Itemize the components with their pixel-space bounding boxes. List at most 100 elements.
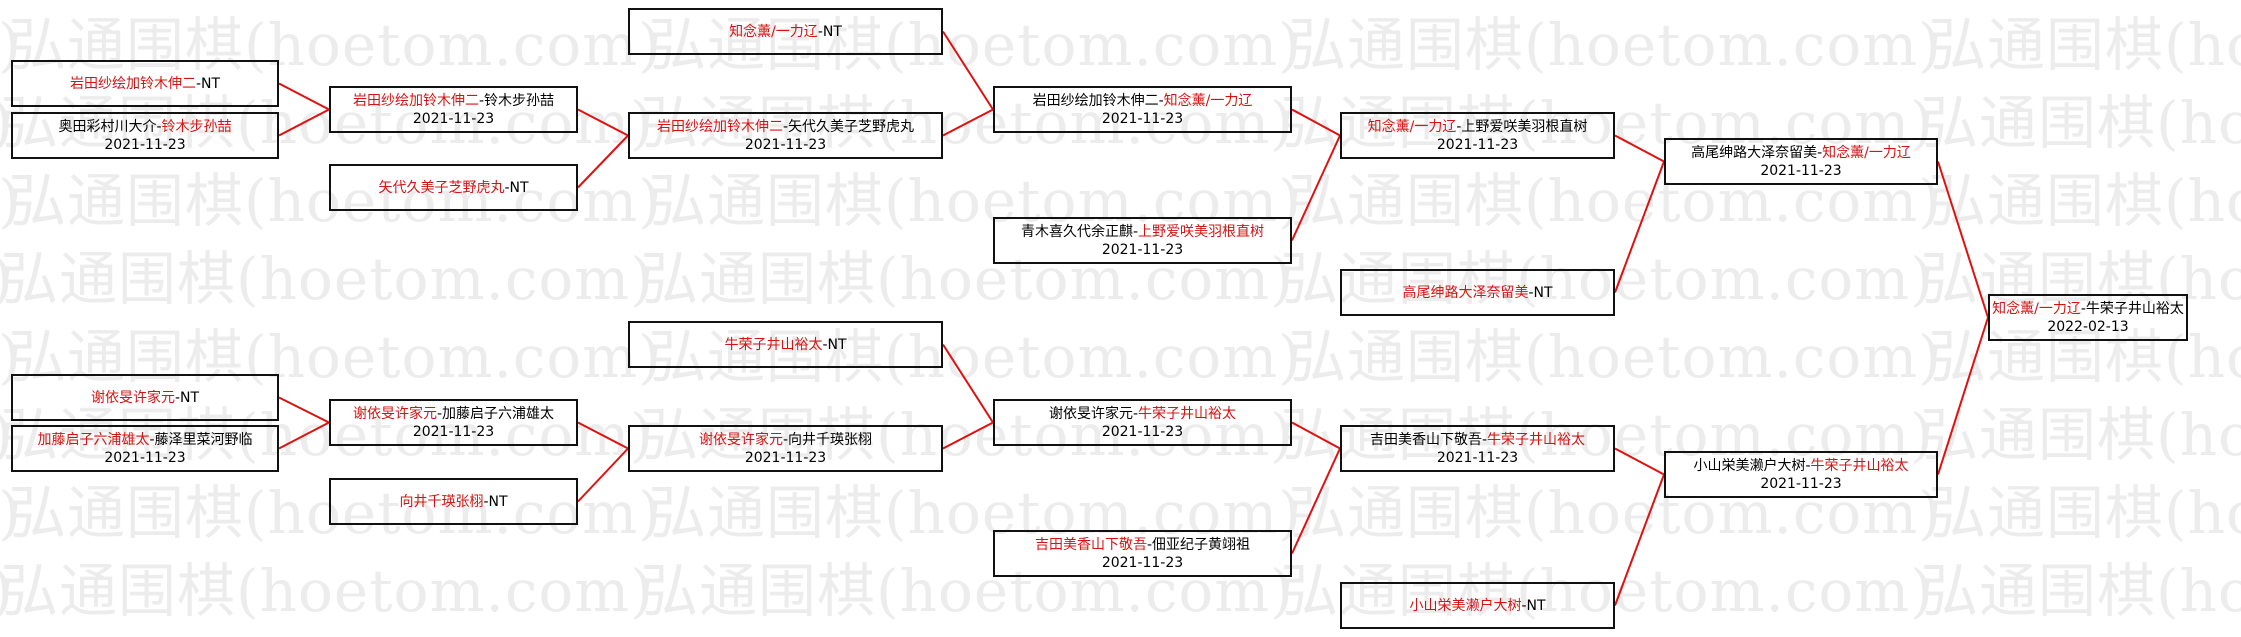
vs-separator: - bbox=[817, 23, 823, 40]
vs-separator: - bbox=[1528, 284, 1534, 301]
vs-separator: - bbox=[1132, 224, 1139, 240]
winner-name: 岩田纱绘加铃木伸二 bbox=[69, 75, 196, 92]
watermark-text: 弘通围棋(hoetom.com) bbox=[0, 401, 654, 469]
watermark-text: 弘通围棋(hoetom.com) bbox=[640, 245, 1294, 313]
vs-separator: - bbox=[483, 493, 489, 510]
watermark-text: 弘通围棋(hoetom.com) bbox=[1920, 89, 2241, 157]
match-box[interactable]: 高尾绅路大泽奈留美-NT bbox=[1340, 269, 1615, 316]
match-date: 2021-11-23 bbox=[744, 450, 827, 466]
winner-name: 小山栄美濑户大树 bbox=[1409, 597, 1522, 614]
watermark-text: 弘通围棋(hoetom.com) bbox=[0, 557, 654, 625]
bracket-connector bbox=[1291, 108, 1341, 137]
vs-separator: - bbox=[1521, 597, 1527, 614]
bracket-connector bbox=[1614, 161, 1665, 293]
match-box[interactable]: 牛荣子井山裕太-NT bbox=[628, 321, 943, 368]
match-box[interactable]: 岩田纱绘加铃木伸二-NT bbox=[11, 60, 279, 107]
match-players: 知念薰/一力辽-牛荣子井山裕太 bbox=[1990, 300, 2186, 318]
bracket-connector bbox=[1614, 134, 1665, 163]
winner-name: 谢依旻许家元 bbox=[352, 406, 437, 422]
match-box[interactable]: 小山栄美濑户大树-NT bbox=[1340, 582, 1615, 629]
watermark-text: 弘通围棋(hoetom.com) bbox=[8, 323, 662, 391]
match-box[interactable]: 知念薰/一力辽-NT bbox=[628, 8, 943, 55]
match-players: 青木喜久代余正麒-上野爱咲美羽根直树 bbox=[995, 223, 1290, 241]
vs-separator: - bbox=[1805, 458, 1811, 474]
bracket-connector bbox=[942, 30, 994, 111]
watermark-text: 弘通围棋(hoetom.com) bbox=[1928, 167, 2241, 235]
match-players: 吉田美香山下敬吾-佃亚纪子黄翊祖 bbox=[995, 536, 1290, 554]
match-players: 岩田纱绘加铃木伸二-NT bbox=[70, 75, 220, 93]
match-box[interactable]: 谢依旻许家元-NT bbox=[11, 374, 279, 421]
watermark-text: 弘通围棋(hoetom.com) bbox=[0, 167, 22, 235]
vs-separator: - bbox=[822, 336, 828, 353]
match-date: 2021-11-23 bbox=[1760, 476, 1842, 492]
match-players: 奥田彩村川大介-铃木步孙喆 bbox=[13, 118, 277, 136]
winner-name: 岩田纱绘加铃木伸二 bbox=[656, 119, 783, 135]
watermark-text: 弘通围棋(hoetom.com) bbox=[0, 76, 14, 160]
match-players: 高尾绅路大泽奈留美-NT bbox=[1402, 284, 1552, 302]
match-players: 加藤启子六浦雄太-藤泽里菜河野临 bbox=[13, 431, 277, 449]
match-date: 2021-11-23 bbox=[1436, 450, 1519, 466]
bracket-connector bbox=[942, 421, 994, 450]
match-players: 知念薰/一力辽-NT bbox=[729, 23, 842, 41]
winner-name: 加藤启子六浦雄太 bbox=[37, 432, 150, 448]
player-name: 高尾绅路大泽奈留美 bbox=[1691, 145, 1818, 161]
player-name: 小山栄美濑户大树 bbox=[1693, 458, 1806, 474]
watermark-text: 弘通围棋(hoetom.com) bbox=[8, 479, 662, 547]
bracket-connector bbox=[942, 343, 994, 424]
vs-separator: - bbox=[782, 119, 789, 135]
bracket-connector bbox=[577, 447, 629, 503]
watermark-text: 弘通围棋(hoetom.com) bbox=[1280, 245, 1934, 313]
winner-name: 铃木步孙喆 bbox=[161, 119, 232, 135]
player-name: NT bbox=[488, 493, 508, 510]
watermark-text: 弘通围棋(hoetom.com) bbox=[0, 11, 22, 79]
bracket-connector bbox=[1937, 161, 1989, 318]
match-players: 矢代久美子芝野虎丸-NT bbox=[378, 179, 528, 197]
watermark-text: 弘通围棋(hoetom.com) bbox=[1288, 167, 1942, 235]
match-date: 2021-11-23 bbox=[104, 137, 186, 153]
player-name: 藤泽里菜河野临 bbox=[154, 432, 253, 448]
vs-separator: - bbox=[156, 119, 162, 135]
player-name: NT bbox=[822, 23, 842, 40]
match-players: 向井千瑛张栩-NT bbox=[399, 493, 507, 511]
match-date: 2021-11-23 bbox=[1436, 137, 1519, 153]
watermark-text: 弘通围棋(hoetom.com) bbox=[648, 11, 1302, 79]
match-players: 谢依旻许家元-加藤启子六浦雄太 bbox=[331, 405, 576, 423]
vs-separator: - bbox=[1146, 537, 1153, 553]
match-date: 2021-11-23 bbox=[1760, 163, 1842, 179]
player-name: 矢代久美子芝野虎丸 bbox=[788, 119, 915, 135]
winner-name: 知念薰/一力辽 bbox=[1163, 93, 1253, 109]
match-players: 谢依旻许家元-向井千瑛张栩 bbox=[630, 431, 941, 449]
vs-separator: - bbox=[436, 406, 443, 422]
bracket-connector bbox=[278, 421, 330, 450]
watermark-text: 弘通围棋(hoetom.com) bbox=[648, 323, 1302, 391]
match-players: 高尾绅路大泽奈留美-知念薰/一力辽 bbox=[1666, 144, 1936, 162]
watermark-text: 弘通围棋(hoetom.com) bbox=[1920, 557, 2241, 625]
match-box[interactable]: 矢代久美子芝野虎丸-NT bbox=[329, 164, 578, 211]
match-box[interactable]: 向井千瑛张栩-NT bbox=[329, 478, 578, 525]
match-players: 牛荣子井山裕太-NT bbox=[724, 336, 846, 354]
winner-name: 高尾绅路大泽奈留美 bbox=[1402, 284, 1529, 301]
player-name: NT bbox=[1526, 597, 1546, 614]
vs-separator: - bbox=[149, 432, 155, 448]
match-date: 2021-11-23 bbox=[1101, 424, 1184, 440]
winner-name: 向井千瑛张栩 bbox=[399, 493, 484, 510]
player-name: 佃亚纪子黄翊祖 bbox=[1152, 537, 1251, 553]
bracket-connector bbox=[1291, 135, 1341, 241]
watermark-text: 弘通围棋(hoetom.com) bbox=[8, 167, 662, 235]
